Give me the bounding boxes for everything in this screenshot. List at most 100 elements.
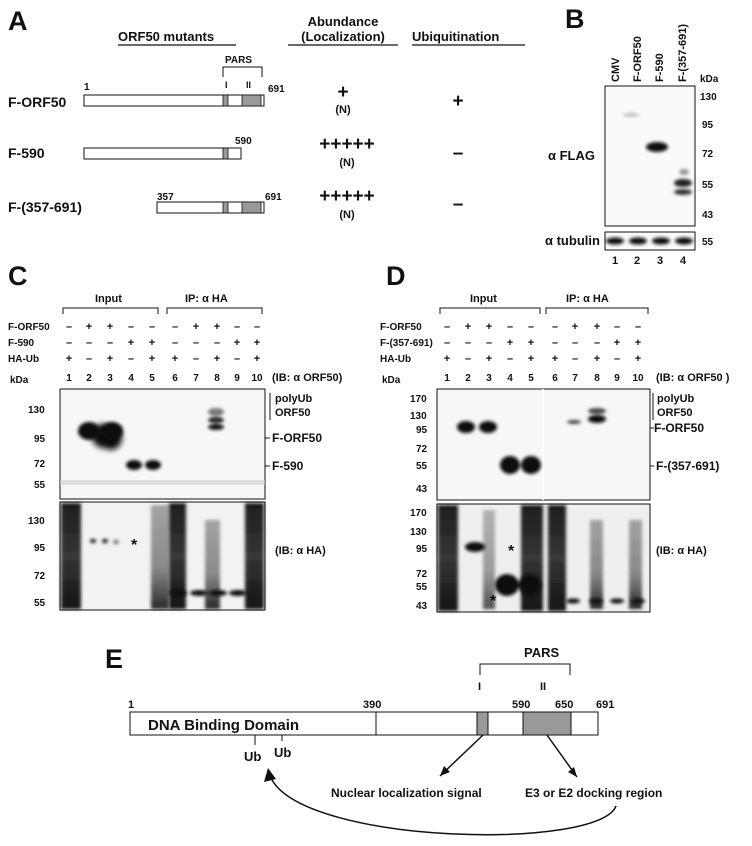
e-pos-590: 590 bbox=[512, 699, 530, 711]
d-sign-r1-lane4: – bbox=[507, 321, 513, 333]
d-marker-bot-95: 95 bbox=[416, 544, 428, 555]
d-sign-r2-lane8: – bbox=[594, 337, 600, 349]
lane-num-b-1: 1 bbox=[612, 255, 618, 267]
hdr-mutants: ORF50 mutants bbox=[118, 29, 214, 44]
c-sign-r1-lane6: – bbox=[172, 321, 178, 333]
c-sign-r2-lane9: + bbox=[234, 337, 240, 349]
ub-f-590: – bbox=[453, 143, 464, 164]
row-name-f-590: F-590 bbox=[8, 145, 45, 161]
abundance-f-357-691: +++++ bbox=[319, 186, 374, 207]
d-lane-num-8: 8 bbox=[594, 373, 600, 384]
d-marker-top-95: 95 bbox=[416, 425, 428, 436]
c-sign-r2-lane7: – bbox=[193, 337, 199, 349]
c-sign-r1-lane2: + bbox=[86, 321, 92, 333]
c-sign-r1-lane10: – bbox=[254, 321, 260, 333]
c-sign-r3-lane1: + bbox=[66, 353, 72, 365]
d-band-polyub-lane8 bbox=[588, 415, 606, 423]
panel-e-letter: E bbox=[105, 644, 123, 674]
c-sign-r3-lane2: – bbox=[86, 353, 92, 365]
d-input-label: Input bbox=[470, 293, 497, 305]
band-b-357b bbox=[674, 189, 692, 195]
e-docking-label: E3 or E2 docking region bbox=[525, 786, 662, 800]
d-sign-r2-lane7: – bbox=[572, 337, 578, 349]
row-start-1: 1 bbox=[84, 82, 90, 93]
d-band-orf50-lane3 bbox=[479, 421, 497, 433]
d-marker-bot-130: 130 bbox=[410, 527, 427, 538]
d-lane-num-10: 10 bbox=[632, 373, 644, 384]
lane-num-b-4: 4 bbox=[680, 255, 687, 267]
e-roman-1: I bbox=[478, 681, 481, 693]
d-row-label-f-357-691: F-(357-691) bbox=[380, 338, 433, 349]
c-sign-r2-lane3: – bbox=[107, 337, 113, 349]
d-lane-num-9: 9 bbox=[614, 373, 620, 384]
e-roman-2: II bbox=[540, 681, 546, 693]
d-lane-num-2: 2 bbox=[465, 373, 471, 384]
e-pos-390: 390 bbox=[363, 699, 381, 711]
d-sign-r1-lane7: + bbox=[572, 321, 578, 333]
c-sign-grid: –++–––++–––––++–––+++–+–++–+–+ bbox=[66, 321, 260, 365]
d-lane-num-7: 7 bbox=[572, 373, 578, 384]
panel-c: C Input IP: α HA F-ORF50 F-590 HA-Ub –++… bbox=[8, 261, 343, 611]
d-sign-r2-lane3: – bbox=[486, 337, 492, 349]
construct-bar-f-590 bbox=[83, 147, 242, 160]
c-marker-top-72: 72 bbox=[34, 459, 46, 470]
label-alpha-flag: α FLAG bbox=[548, 148, 595, 163]
d-marker-top-43: 43 bbox=[416, 484, 428, 495]
c-sign-r2-lane4: + bbox=[128, 337, 134, 349]
abundance-f-orf50: + bbox=[337, 82, 348, 103]
c-sign-r1-lane9: – bbox=[234, 321, 240, 333]
d-sign-r1-lane10: – bbox=[635, 321, 641, 333]
pars-roman-1: I bbox=[225, 80, 228, 90]
d-marker-bot-55: 55 bbox=[416, 582, 428, 593]
c-sign-r3-lane7: – bbox=[193, 353, 199, 365]
panel-d: D Input IP: α HA F-ORF50 F-(357-691) HA-… bbox=[380, 261, 730, 613]
abundance-f-590: +++++ bbox=[319, 134, 374, 155]
c-lane-num-1: 1 bbox=[66, 373, 72, 384]
c-ib-bottom: (IB: α HA) bbox=[275, 545, 326, 557]
row-name-f-357-691: F-(357-691) bbox=[8, 199, 82, 215]
c-sign-r3-lane5: + bbox=[149, 353, 155, 365]
d-sign-r3-lane1: + bbox=[444, 353, 450, 365]
lane-label-cmv: CMV bbox=[610, 57, 622, 82]
d-sign-r1-lane8: + bbox=[594, 321, 600, 333]
row-start-357: 357 bbox=[157, 192, 174, 203]
d-star-2: * bbox=[490, 593, 497, 610]
c-polyub-label: polyUb bbox=[275, 393, 313, 405]
c-sign-r2-lane5: + bbox=[149, 337, 155, 349]
c-sign-r3-lane6: + bbox=[172, 353, 178, 365]
c-lane-num-3: 3 bbox=[107, 373, 113, 384]
d-lane-num-5: 5 bbox=[528, 373, 534, 384]
hdr-ubiquitination: Ubiquitination bbox=[412, 29, 499, 44]
c-band-polyub-lane8 bbox=[208, 417, 224, 423]
construct-bar-f-orf50 bbox=[83, 94, 265, 107]
d-sign-r3-lane7: – bbox=[572, 353, 578, 365]
band-b-357a bbox=[674, 179, 692, 187]
lane-num-b-2: 2 bbox=[634, 255, 640, 267]
c-marker-bot-55: 55 bbox=[34, 598, 46, 609]
d-sign-r2-lane4: + bbox=[507, 337, 513, 349]
d-ib-top: (IB: α ORF50 ) bbox=[656, 372, 730, 384]
c-lane-num-6: 6 bbox=[172, 373, 178, 384]
d-sign-r2-lane9: + bbox=[614, 337, 620, 349]
c-lane-num-5: 5 bbox=[149, 373, 155, 384]
pars-roman-2: II bbox=[246, 80, 251, 90]
d-marker-top-170: 170 bbox=[410, 394, 427, 405]
c-ip-label: IP: α HA bbox=[185, 293, 228, 305]
c-lane-num-8: 8 bbox=[214, 373, 220, 384]
blot-flag bbox=[604, 85, 696, 227]
e-pos-691: 691 bbox=[596, 699, 614, 711]
c-star: * bbox=[131, 537, 138, 554]
d-marker-top-55: 55 bbox=[416, 461, 428, 472]
d-star-1: * bbox=[508, 543, 515, 560]
d-sign-r2-lane6: – bbox=[552, 337, 558, 349]
d-band-357-lane4 bbox=[500, 456, 520, 474]
d-sign-r3-lane8: + bbox=[594, 353, 600, 365]
c-sign-r2-lane10: + bbox=[254, 337, 260, 349]
c-input-label: Input bbox=[95, 293, 122, 305]
c-marker-top-95: 95 bbox=[34, 434, 46, 445]
c-sign-r1-lane5: – bbox=[149, 321, 155, 333]
panel-b-letter: B bbox=[565, 4, 585, 34]
row-end-691: 691 bbox=[268, 84, 285, 95]
d-marker-bot-170: 170 bbox=[410, 508, 427, 519]
